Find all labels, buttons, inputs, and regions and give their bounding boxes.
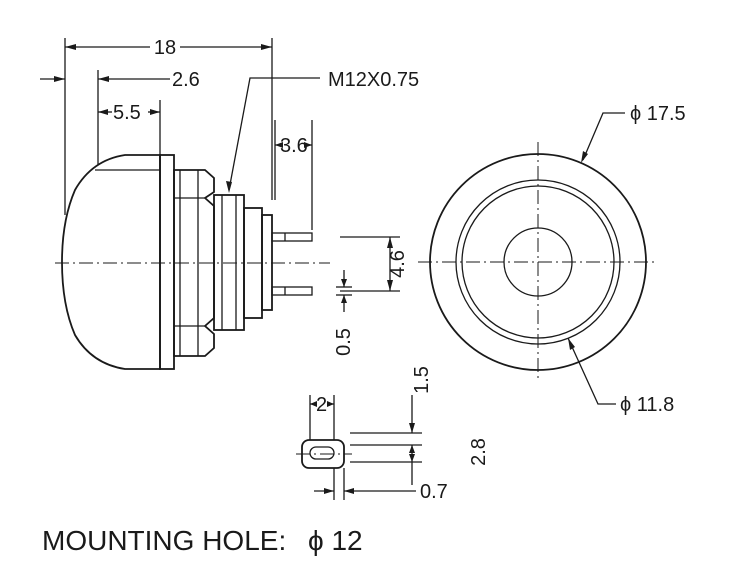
dim-dome-height-label: 5.5 [113, 102, 141, 124]
slot-hole [309, 446, 335, 460]
dim-overall-length: 18 [64, 34, 273, 215]
slot-width-label: 2 [316, 394, 327, 416]
mounting-hole-label: MOUNTING HOLE: [42, 525, 286, 556]
dome-cap [61, 154, 161, 370]
dim-pin-length: 3.6 [274, 120, 313, 230]
dim-dome-offset-label: 2.6 [172, 69, 200, 91]
dim-pin-thickness-label: 0.5 [333, 328, 355, 356]
thread-callout: M12X0.75 [226, 69, 419, 193]
dim-pin-spacing: 4.6 [340, 236, 409, 292]
slot-offset-label: 1.5 [411, 366, 433, 394]
mounting-hole-diameter: ϕ 12 [308, 525, 363, 556]
outer-diameter-label: ϕ 17.5 [630, 103, 686, 125]
slot-wall-label: 0.7 [420, 481, 448, 503]
front-view [418, 142, 658, 382]
dim-dome-height: 5.5 [98, 100, 161, 155]
terminal-pin-bottom [271, 286, 313, 296]
dim-overall-length-label: 18 [154, 37, 176, 59]
dim-slot-wall: 0.7 [314, 468, 448, 503]
inner-diameter-label: ϕ 11.8 [620, 394, 674, 416]
dim-slot-offset: 1.5 [350, 366, 433, 446]
flange [159, 154, 175, 370]
side-view [55, 154, 330, 370]
slot-height-label: 2.8 [468, 438, 490, 466]
dim-outer-diameter: ϕ 17.5 [581, 103, 686, 163]
thread-label: M12X0.75 [328, 69, 419, 91]
dim-slot-width: 2 [309, 394, 335, 440]
dim-pin-spacing-label: 4.6 [387, 250, 409, 278]
dim-inner-diameter: ϕ 11.8 [567, 337, 674, 416]
mounting-hole-note: MOUNTING HOLE: ϕ 12 [42, 525, 363, 556]
dim-slot-height: 2.8 [350, 438, 490, 485]
dim-dome-offset: 2.6 [40, 69, 200, 165]
terminal-pin-top [271, 232, 313, 242]
slot-detail [296, 439, 352, 469]
dim-pin-thickness: 0.5 [333, 270, 355, 356]
dim-pin-length-label: 3.6 [280, 135, 308, 157]
